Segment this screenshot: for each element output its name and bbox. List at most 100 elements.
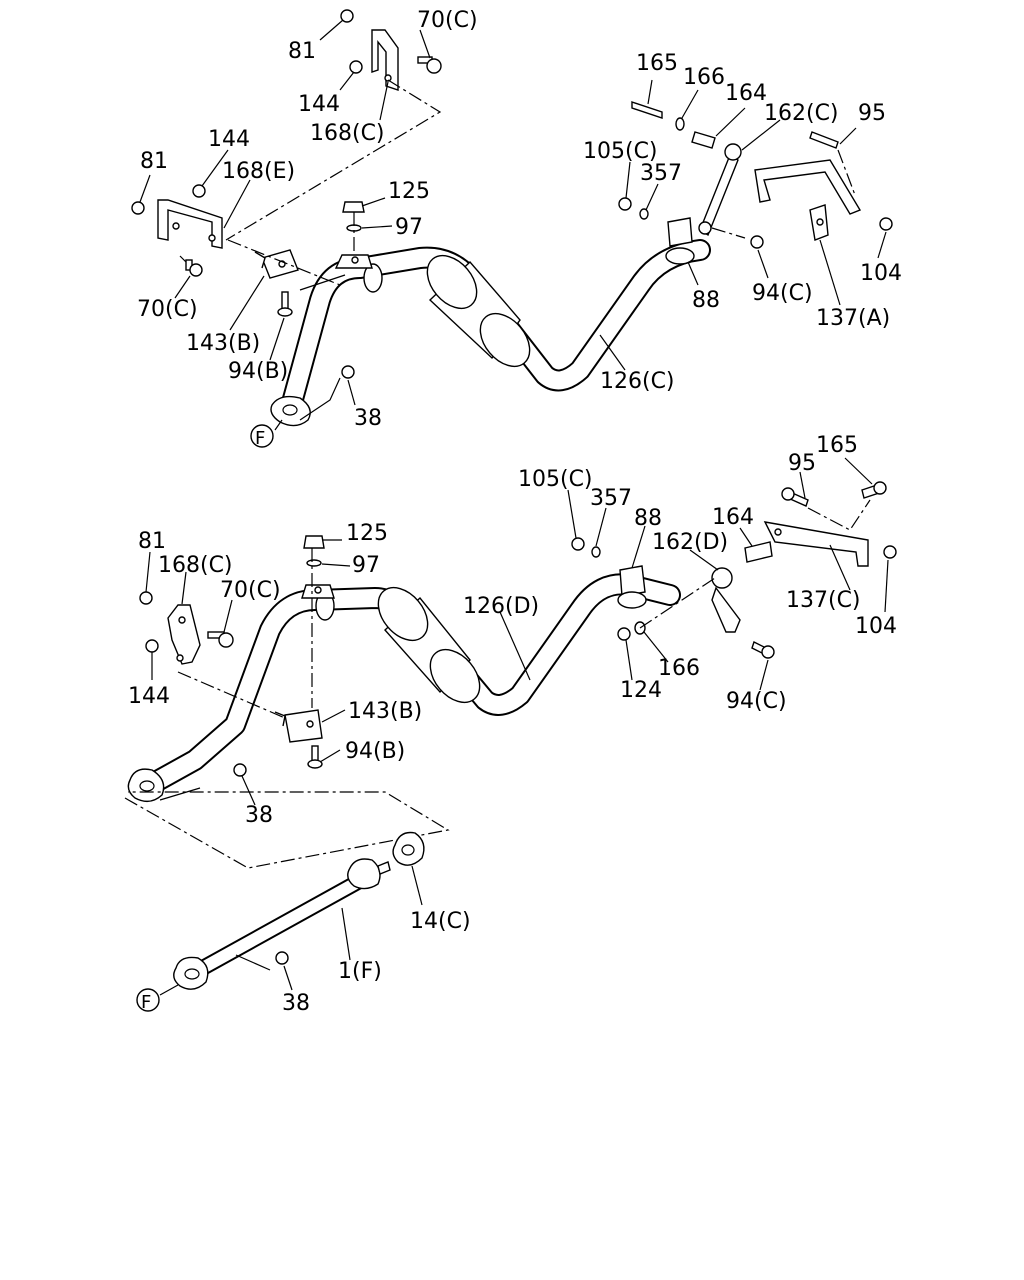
catalytic-converter-top	[426, 254, 531, 368]
label-81-top: 81	[288, 39, 316, 64]
label-162d: 162(D)	[652, 530, 728, 555]
bolt-94b-top	[277, 291, 293, 317]
guide-line-mid-4	[807, 499, 871, 531]
nut-144-left	[192, 184, 206, 198]
label-38-top: 38	[354, 406, 382, 431]
leader-lines-mid	[145, 457, 889, 806]
label-125-top: 125	[388, 179, 430, 204]
label-70c-left: 70(C)	[137, 297, 198, 322]
label-104-mid: 104	[855, 614, 897, 639]
label-81-left: 81	[140, 149, 168, 174]
label-144-top: 144	[298, 92, 340, 117]
top-assembly: 81 70(C) 144 168(C) 144 168(E) 81 70(C) …	[131, 8, 902, 449]
catalytic-converter-mid	[377, 586, 481, 704]
guide-line-bottom	[124, 791, 450, 869]
label-166-mid: 166	[658, 656, 700, 681]
flange-mid	[127, 768, 201, 803]
connector-f-bottom-circle	[136, 988, 160, 1012]
nut-38-mid	[233, 763, 247, 777]
label-144-left: 144	[208, 127, 250, 152]
nut-38-top	[341, 365, 355, 379]
gasket-14c	[392, 831, 425, 866]
hanger-143b-mid	[274, 709, 323, 743]
label-144-mid: 144	[128, 684, 170, 709]
label-97-mid: 97	[352, 553, 380, 578]
label-165-top: 165	[636, 51, 678, 76]
label-95-top: 95	[858, 101, 886, 126]
guide-line-top-1	[225, 79, 442, 241]
nut-81-mid	[139, 591, 153, 605]
flange-top	[270, 377, 341, 427]
label-38-mid: 38	[245, 803, 273, 828]
label-126d: 126(D)	[463, 594, 539, 619]
nut-144-top	[349, 60, 363, 74]
label-94c-top: 94(C)	[752, 281, 813, 306]
nut-81-top	[340, 9, 354, 23]
bolt-70c-left	[185, 259, 203, 277]
label-168e: 168(E)	[222, 159, 295, 184]
label-143b-top: 143(B)	[186, 331, 260, 356]
rear-hanger-mid	[571, 481, 897, 659]
bracket-168c-top	[371, 29, 399, 91]
bracket-168c-mid	[167, 604, 201, 665]
label-95-mid: 95	[788, 451, 816, 476]
rear-hanger-top	[618, 101, 893, 265]
label-164-mid: 164	[712, 505, 754, 530]
label-166-top: 166	[683, 65, 725, 90]
label-357-mid: 357	[590, 486, 632, 511]
connector-f-top-circle	[250, 424, 274, 448]
leader-lines-top	[139, 19, 887, 431]
hanger-143b-top	[254, 249, 299, 279]
label-168c-top: 168(C)	[310, 121, 385, 146]
label-94c-mid: 94(C)	[726, 689, 787, 714]
label-f-top: F	[255, 428, 265, 449]
guide-line-top-5	[711, 227, 746, 239]
label-105c-top: 105(C)	[583, 139, 658, 164]
label-143b-mid: 143(B)	[348, 699, 422, 724]
guide-line-top-3	[179, 255, 187, 263]
label-94b-mid: 94(B)	[345, 739, 405, 764]
label-70c-top: 70(C)	[417, 8, 478, 33]
label-14c: 14(C)	[410, 909, 471, 934]
label-165-mid: 165	[816, 433, 858, 458]
label-124: 124	[620, 678, 662, 703]
label-126c: 126(C)	[600, 369, 675, 394]
label-70c-mid: 70(C)	[220, 578, 281, 603]
guide-line-mid-3	[639, 577, 716, 629]
label-88-mid: 88	[634, 506, 662, 531]
guide-line-top-2	[227, 239, 341, 286]
nut-81-left	[131, 201, 145, 215]
label-137a: 137(A)	[816, 306, 890, 331]
label-105c-mid: 105(C)	[518, 467, 593, 492]
guide-line-top-4	[837, 149, 856, 196]
label-125-mid: 125	[346, 521, 388, 546]
hanger-bracket-125-mid	[301, 535, 335, 599]
bolt-70c-mid	[207, 631, 234, 648]
label-81-mid: 81	[138, 529, 166, 554]
label-97-top: 97	[395, 215, 423, 240]
label-168c-mid: 168(C)	[158, 553, 233, 578]
label-104-top: 104	[860, 261, 902, 286]
bolt-94b-mid	[307, 745, 323, 769]
label-137c: 137(C)	[786, 588, 861, 613]
bracket-168e	[157, 199, 223, 249]
label-357-top: 357	[640, 161, 682, 186]
label-162c: 162(C)	[764, 101, 839, 126]
pipe-clamp-top	[363, 263, 383, 293]
bolt-70c-top	[417, 56, 442, 74]
label-38-bottom: 38	[282, 991, 310, 1016]
label-1f: 1(F)	[338, 959, 382, 984]
nut-38-bottom	[275, 951, 289, 965]
label-f-bottom: F	[141, 992, 151, 1013]
nut-144-mid	[145, 639, 159, 653]
front-pipe-1f	[173, 858, 391, 990]
leader-lines-bottom	[159, 865, 423, 996]
hanger-bracket-125-top	[334, 201, 373, 269]
label-88-top: 88	[692, 288, 720, 313]
label-164-top: 164	[725, 81, 767, 106]
middle-assembly: 81 168(C) 70(C) 144 125 97 143(B) 94(B) …	[127, 433, 897, 828]
label-94b-top: 94(B)	[228, 359, 288, 384]
guide-line-mid-1	[177, 671, 286, 719]
bottom-assembly: 14(C) 1(F) 38 F	[124, 791, 471, 1016]
